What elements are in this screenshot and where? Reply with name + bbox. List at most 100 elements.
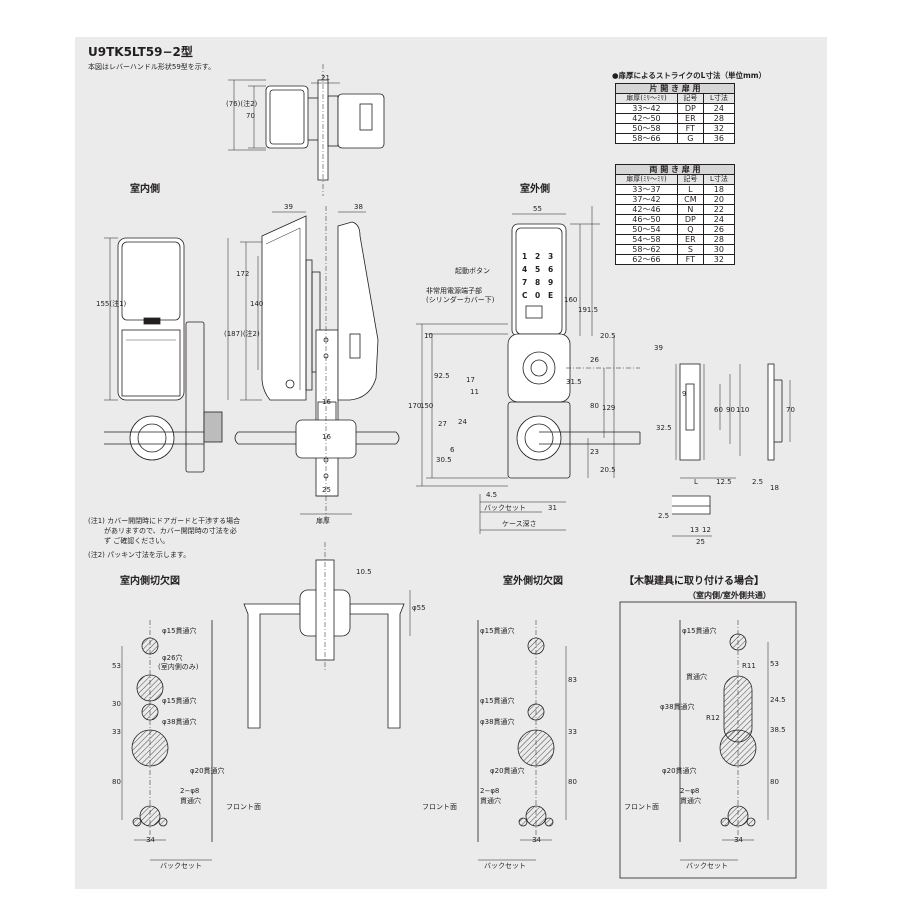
dim-label: 70 — [246, 112, 255, 120]
indoor-cutout — [121, 620, 213, 861]
dim-label: 80 — [770, 778, 779, 786]
column-header: 扉厚(ﾐﾘ〜ﾐﾘ) — [615, 174, 678, 185]
case-depth-label: ケース深さ — [502, 520, 537, 528]
dim-label: 92.5 — [434, 372, 450, 380]
through-label: 貫通穴 — [680, 797, 701, 805]
top-view — [228, 64, 385, 196]
cell: 18 — [702, 184, 736, 195]
cell: 24 — [702, 103, 736, 114]
key-3: 3 — [548, 252, 554, 261]
dim-label: 2.5 — [752, 478, 764, 486]
through-label: 貫通穴 — [180, 797, 201, 805]
key-e: E — [548, 291, 554, 300]
table-row: 42〜50 ER 28 — [615, 113, 736, 124]
cell: S — [676, 244, 704, 255]
note-1-line-2: があリますので、カバー開閉時の寸法を必 — [104, 527, 237, 535]
outdoor-view-title: 室外側 — [520, 184, 550, 195]
backset-label: バックセット — [686, 862, 728, 870]
cell: 58〜62 — [615, 244, 678, 255]
dim-label: 27 — [438, 420, 447, 428]
cell: 42〜46 — [615, 204, 678, 215]
cell: Q — [676, 224, 704, 235]
dim-label: 23 — [590, 448, 599, 456]
hole15-label: φ15貫通穴 — [682, 627, 717, 635]
dim-label: 83 — [568, 676, 577, 684]
hole38-label: φ38貫通穴 — [162, 718, 197, 726]
table-row: 58〜66 G 36 — [615, 133, 736, 144]
table-row: 50〜58 FT 32 — [615, 123, 736, 134]
hole15-label: φ15貫通穴 — [162, 627, 197, 635]
hole15-label: φ15貫通穴 — [162, 697, 197, 705]
wood-install-title: 【木製建具に取り付ける場合】 — [624, 576, 764, 587]
cell: 36 — [702, 133, 736, 144]
dim-label: 16 — [322, 398, 331, 406]
backset-label: バックセット — [484, 504, 526, 512]
through-label: 貫通穴 — [686, 673, 707, 681]
dim-label: 24.5 — [770, 696, 786, 704]
note-2: (注2) パッキン寸法を示します。 — [88, 551, 191, 559]
cell: CM — [676, 194, 704, 205]
through-label: 貫通穴 — [480, 797, 501, 805]
strike-table-title: ●扉厚によるストライクのL寸法（単位mm） — [612, 71, 767, 80]
key-2: 2 — [535, 252, 541, 261]
emergency-terminal-sublabel: (シリンダーカバー下) — [426, 296, 495, 304]
dim-label: 80 — [590, 402, 599, 410]
dim-label: 39 — [654, 344, 663, 352]
column-header: 記号 — [676, 93, 704, 104]
backset-label: バックセット — [484, 862, 526, 870]
dim-label: 20.5 — [600, 466, 616, 474]
key-1: 1 — [522, 252, 528, 261]
dim-label: 38.5 — [770, 726, 786, 734]
cell: 54〜58 — [615, 234, 678, 245]
dim-label: 31.5 — [566, 378, 582, 386]
emergency-terminal-label: 非常用電源端子部 — [426, 287, 482, 295]
dim-label: 129 — [602, 404, 616, 412]
dim-label: 38 — [354, 203, 363, 211]
dim-label: 53 — [770, 660, 779, 668]
dim-label: 6 — [450, 446, 455, 454]
cell: FT — [676, 254, 704, 265]
dim-label: 2.5 — [658, 512, 670, 520]
strike-single-heading: 片 開 き 扉 用 — [615, 83, 735, 94]
hole20-label: φ20貫通穴 — [490, 767, 525, 775]
dim-label: 10 — [424, 332, 433, 340]
dim-label: 11 — [470, 388, 479, 396]
dim-label: 34 — [146, 836, 155, 844]
r11-label: R11 — [742, 662, 756, 670]
key-9: 9 — [548, 278, 554, 287]
page-subtitle: 本図はレバーハンドル形状59型を示す。 — [88, 63, 216, 71]
hole8-label: 2−φ8 — [180, 787, 200, 795]
door-thickness-label: 扉厚 — [316, 517, 330, 525]
cell: ER — [676, 113, 704, 124]
hole20-label: φ20貫通穴 — [662, 767, 697, 775]
strike-plate-side — [767, 363, 791, 461]
wood-install-subtitle: （室内側/室外側共通） — [688, 591, 771, 600]
dim-label: 17 — [466, 376, 475, 384]
dim-label: 31 — [548, 504, 557, 512]
hole8-label: 2−φ8 — [480, 787, 500, 795]
strike-plate-front — [675, 363, 741, 479]
dim-label: 26 — [590, 356, 599, 364]
lever-bottom-view — [243, 542, 411, 729]
cell: DP — [676, 214, 704, 225]
indoor-only-label: (室内側のみ) — [158, 663, 199, 671]
cell: ER — [676, 234, 704, 245]
cell: 22 — [702, 204, 736, 215]
hole38-label: φ38貫通穴 — [480, 718, 515, 726]
start-button-label: 起動ボタン — [455, 267, 490, 275]
cell: G — [676, 133, 704, 144]
page-title: U9TK5LT59−2型 — [88, 45, 193, 59]
key-4: 4 — [522, 265, 528, 274]
dim-label: 30.5 — [436, 456, 452, 464]
dim-label: 13 — [690, 526, 699, 534]
dim-label: 24 — [458, 418, 467, 426]
dim-label: 110 — [736, 406, 750, 414]
dim-label: 150 — [420, 402, 434, 410]
